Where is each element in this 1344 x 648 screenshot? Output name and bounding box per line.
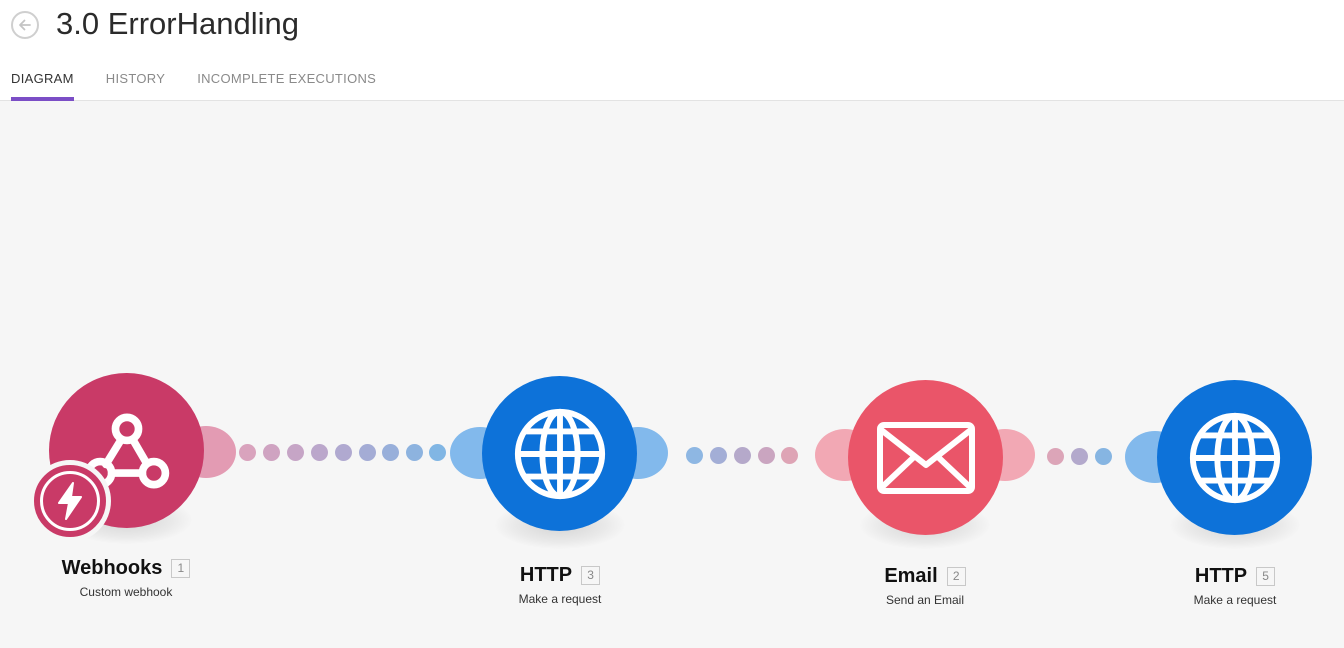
module-action: Send an Email [885,593,965,607]
back-button[interactable] [11,11,39,39]
connection-dot [287,444,304,461]
webhook-icon [84,413,169,488]
scenario-header: 3.0 ErrorHandling DIAGRAM HISTORY INCOMP… [0,0,1344,101]
module-id-badge: 5 [1256,567,1276,586]
module-label: Webhooks 1 Custom webhook [26,557,226,599]
connection-dot [311,444,328,461]
module-id-badge: 1 [171,559,191,578]
diagram-canvas[interactable]: Webhooks 1 Custom webhook HTTP 3 Make a … [0,101,1344,648]
module-webhooks[interactable] [49,373,204,528]
connection-dot [686,447,703,464]
connection-dot [263,444,280,461]
trigger-badge-ring [40,471,100,531]
globe-icon [1189,412,1280,503]
module-id-badge: 3 [581,566,601,585]
connection-dot [781,447,798,464]
module-label: HTTP 5 Make a request [1135,565,1335,607]
connection-dot [359,444,376,461]
connection-dot [382,444,399,461]
connection-dot [1095,448,1112,465]
module-name: HTTP [1194,565,1248,587]
lightning-bolt-icon [58,482,82,520]
connection-dot [734,447,751,464]
scenario-title: 3.0 ErrorHandling [56,6,299,41]
arrow-left-icon [19,19,31,31]
connection-dot [758,447,775,464]
connection-dot [429,444,446,461]
instant-trigger-badge[interactable] [29,460,111,542]
connection-dot [239,444,256,461]
connection-dot [335,444,352,461]
module-name: Webhooks [61,557,163,579]
module-http[interactable] [482,376,637,531]
module-label: Email 2 Send an Email [825,565,1025,607]
module-action: Custom webhook [79,585,173,599]
module-id-badge: 2 [946,567,966,586]
module-email[interactable] [848,380,1003,535]
module-label: HTTP 3 Make a request [460,564,660,606]
envelope-icon [876,421,975,494]
tab-history[interactable]: HISTORY [105,71,166,86]
connection-dot [1047,448,1064,465]
globe-icon [514,408,605,499]
connection-dot [1071,448,1088,465]
module-http[interactable] [1157,380,1312,535]
connection-dot [710,447,727,464]
module-name: Email [884,565,938,587]
tab-incomplete-executions[interactable]: INCOMPLETE EXECUTIONS [197,71,377,86]
tab-bar: DIAGRAM HISTORY INCOMPLETE EXECUTIONS [11,70,408,101]
tab-diagram[interactable]: DIAGRAM [11,70,74,101]
module-name: HTTP [519,564,573,586]
module-action: Make a request [518,592,602,606]
connection-dot [406,444,423,461]
module-action: Make a request [1193,593,1277,607]
